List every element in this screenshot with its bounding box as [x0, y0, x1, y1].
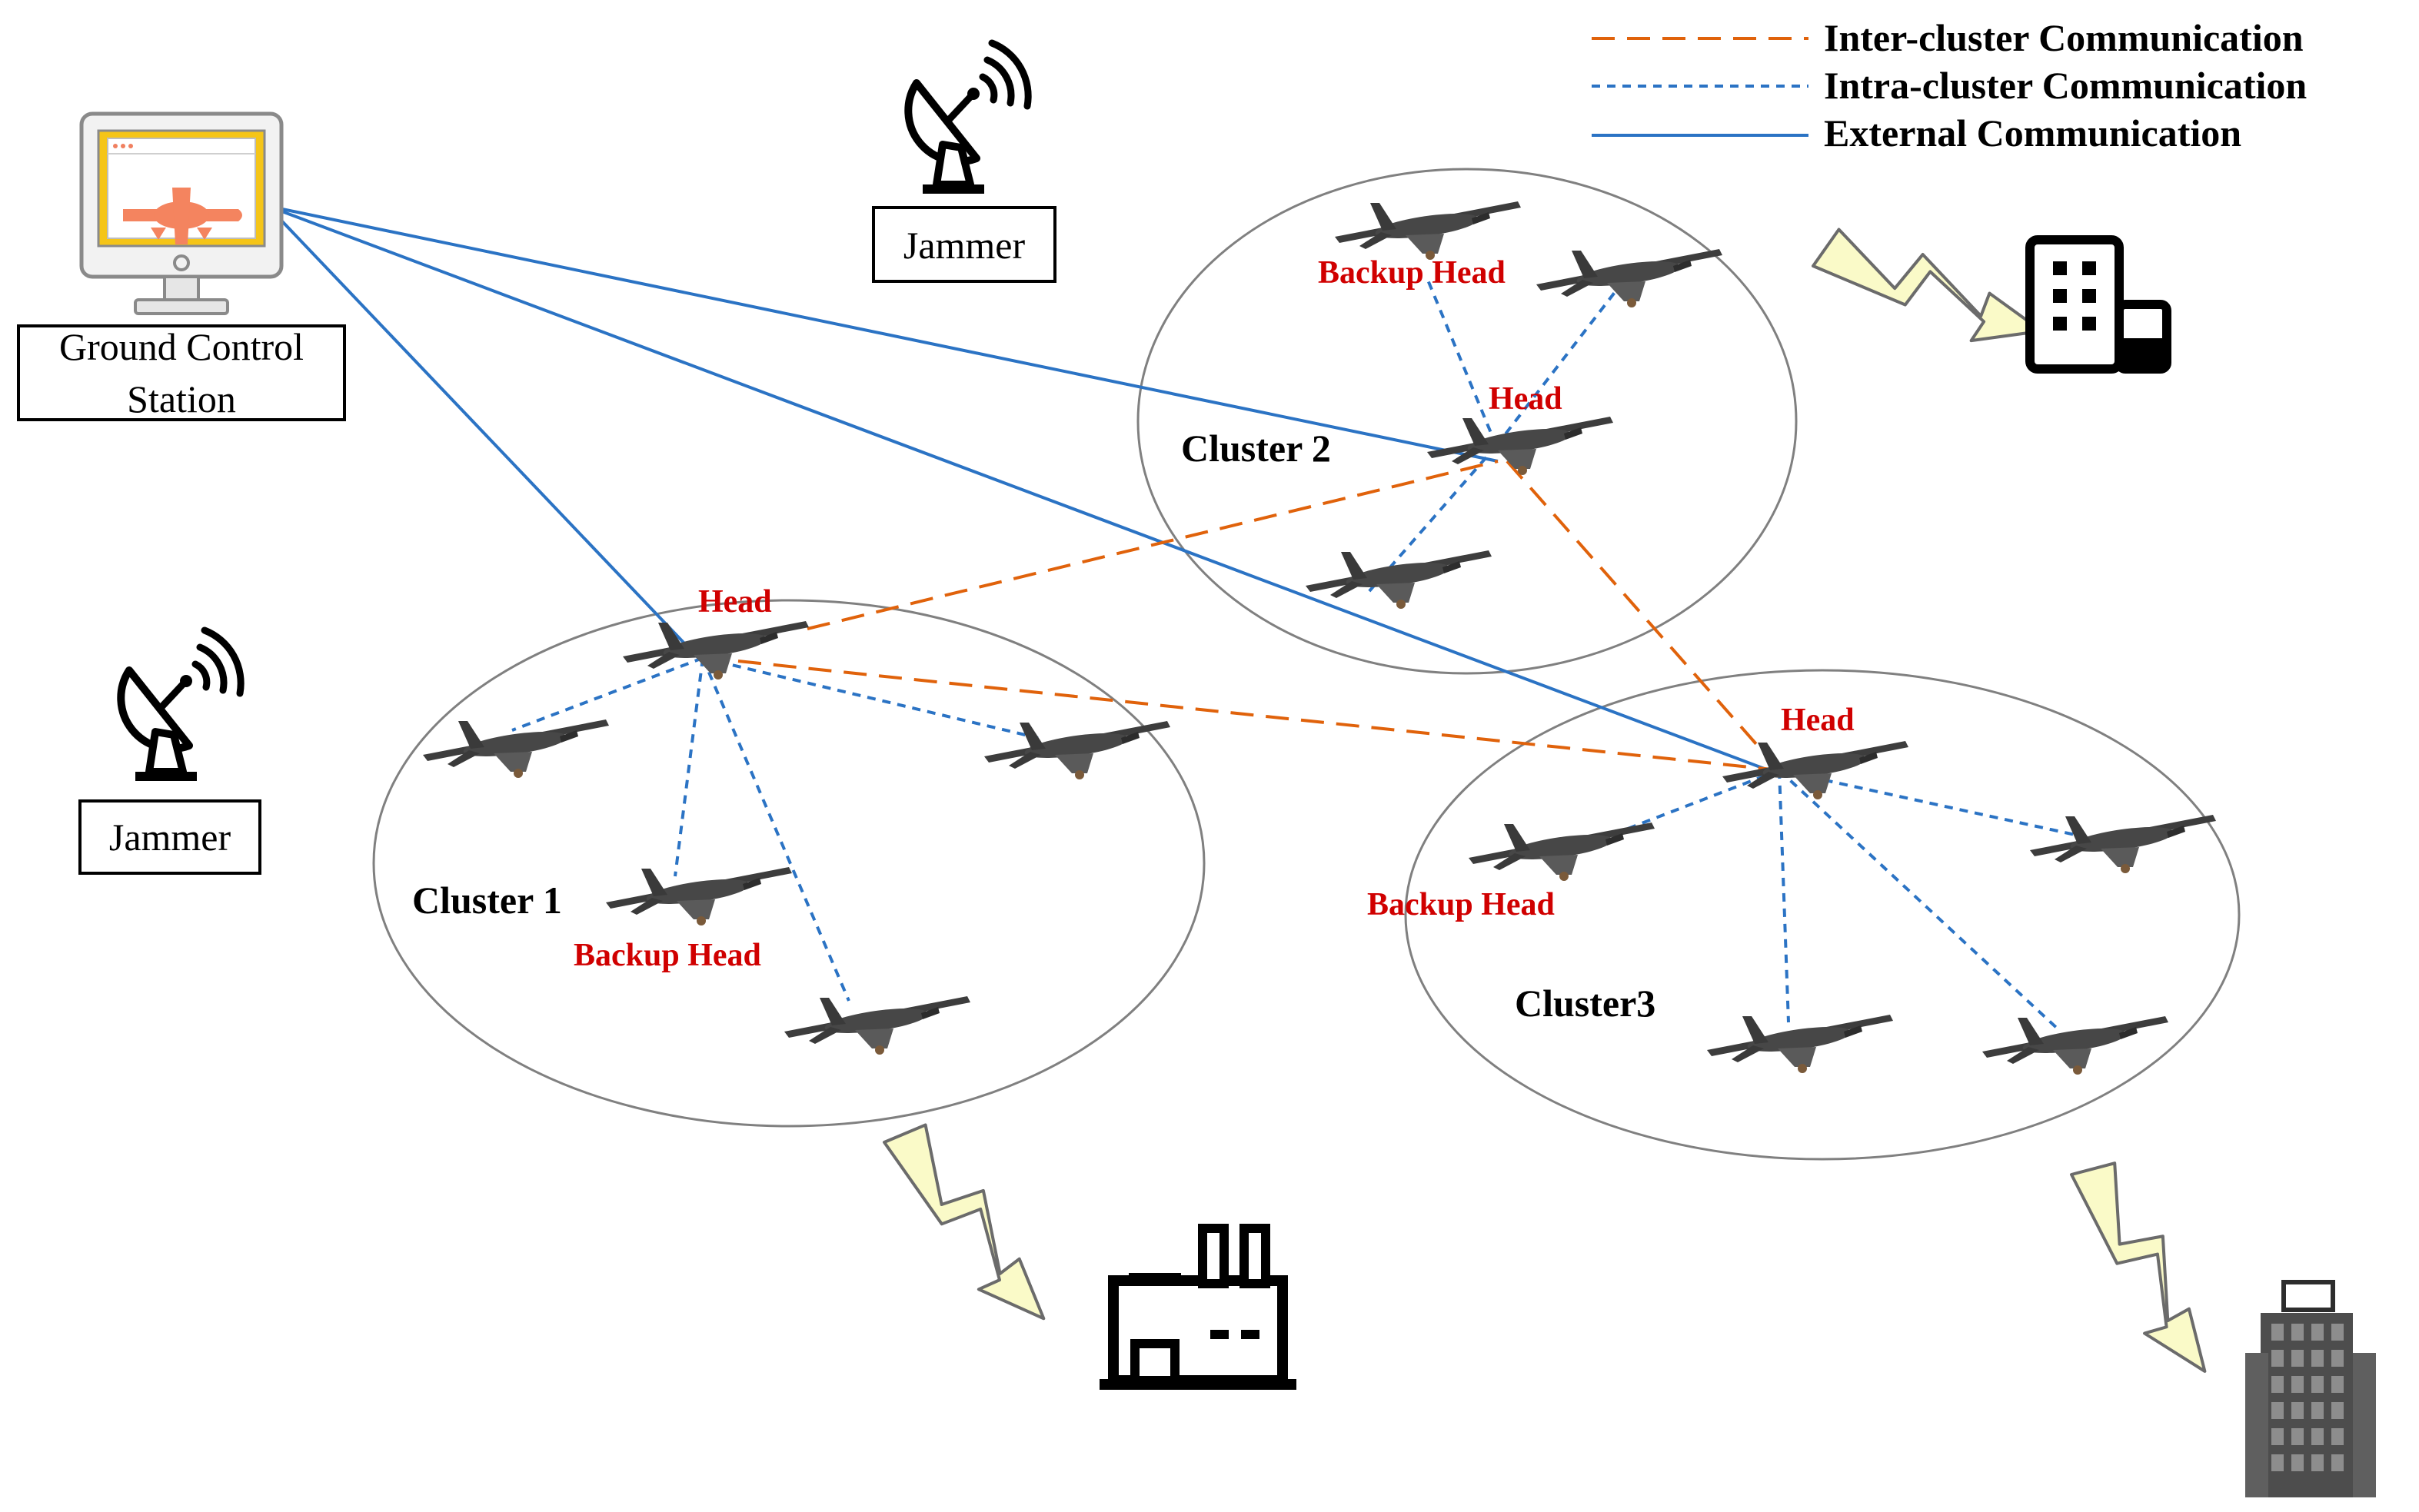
legend-external-label: External Communication: [1824, 111, 2241, 155]
uav-icon: [1335, 201, 1521, 260]
uav-icon: [2030, 815, 2216, 873]
legend-inter-label: Inter-cluster Communication: [1824, 16, 2304, 59]
satellite-dish-icon: [121, 630, 241, 781]
head-label-cluster-2: Head: [1489, 381, 1562, 417]
cluster-2-boundary: [1136, 168, 1798, 675]
factory-icon: [1100, 1224, 1296, 1390]
uav-icon: [1982, 1016, 2168, 1075]
uav-icon: [423, 719, 609, 778]
uav-icon: [606, 867, 792, 925]
head-label-cluster-1: Head: [698, 584, 772, 620]
cluster-2-label: Cluster 2: [1181, 427, 1331, 470]
intra-cluster-links: [511, 277, 2083, 1033]
jammer-label-left: Jammer: [109, 816, 231, 859]
backup-head-label-cluster-3: Backup Head: [1367, 887, 1555, 922]
backup-head-label-cluster-2: Backup Head: [1318, 255, 1506, 291]
legend: Inter-cluster Communication Intra-cluste…: [1592, 16, 2307, 155]
uav-icon: [784, 996, 970, 1055]
ground-station-box: [17, 324, 346, 421]
uav-icon: [1722, 741, 1908, 799]
lightning-signal-icon: [1804, 186, 2044, 383]
jammer-box-top: [872, 206, 1056, 283]
ground-station-label-line1: Ground Control: [59, 325, 304, 368]
ground-station-label-line2: Station: [127, 377, 236, 420]
uav-icon: [1306, 550, 1492, 609]
uav-icon: [1427, 417, 1613, 475]
uav-icon: [1707, 1015, 1893, 1073]
uav-icon: [984, 721, 1170, 779]
tower-building-icon: [2245, 1280, 2376, 1497]
lightning-signal-icon: [2019, 1148, 2269, 1371]
backup-head-label-cluster-1: Backup Head: [574, 938, 761, 973]
head-label-cluster-3: Head: [1781, 703, 1855, 738]
inter-cluster-links: [737, 460, 1781, 772]
uav-icon: [1536, 249, 1722, 307]
cluster-1-drones: [423, 621, 1170, 1055]
monitor-plane-icon: [79, 111, 284, 315]
uav-icon: [1469, 822, 1655, 881]
cluster-1-boundary: [372, 599, 1206, 1128]
satellite-dish-icon: [908, 43, 1028, 194]
uav-icon: [623, 621, 809, 680]
jammer-box-left: [78, 799, 261, 875]
lightning-signal-icon: [846, 1112, 1091, 1321]
office-building-icon: [2025, 235, 2171, 374]
cluster-3-label: Cluster3: [1515, 982, 1655, 1025]
legend-intra-label: Intra-cluster Communication: [1824, 64, 2307, 107]
external-links: [266, 204, 1782, 776]
cluster-3-boundary: [1404, 669, 2241, 1161]
cluster-1-label: Cluster 1: [412, 879, 562, 922]
jammer-label-top: Jammer: [903, 224, 1026, 267]
